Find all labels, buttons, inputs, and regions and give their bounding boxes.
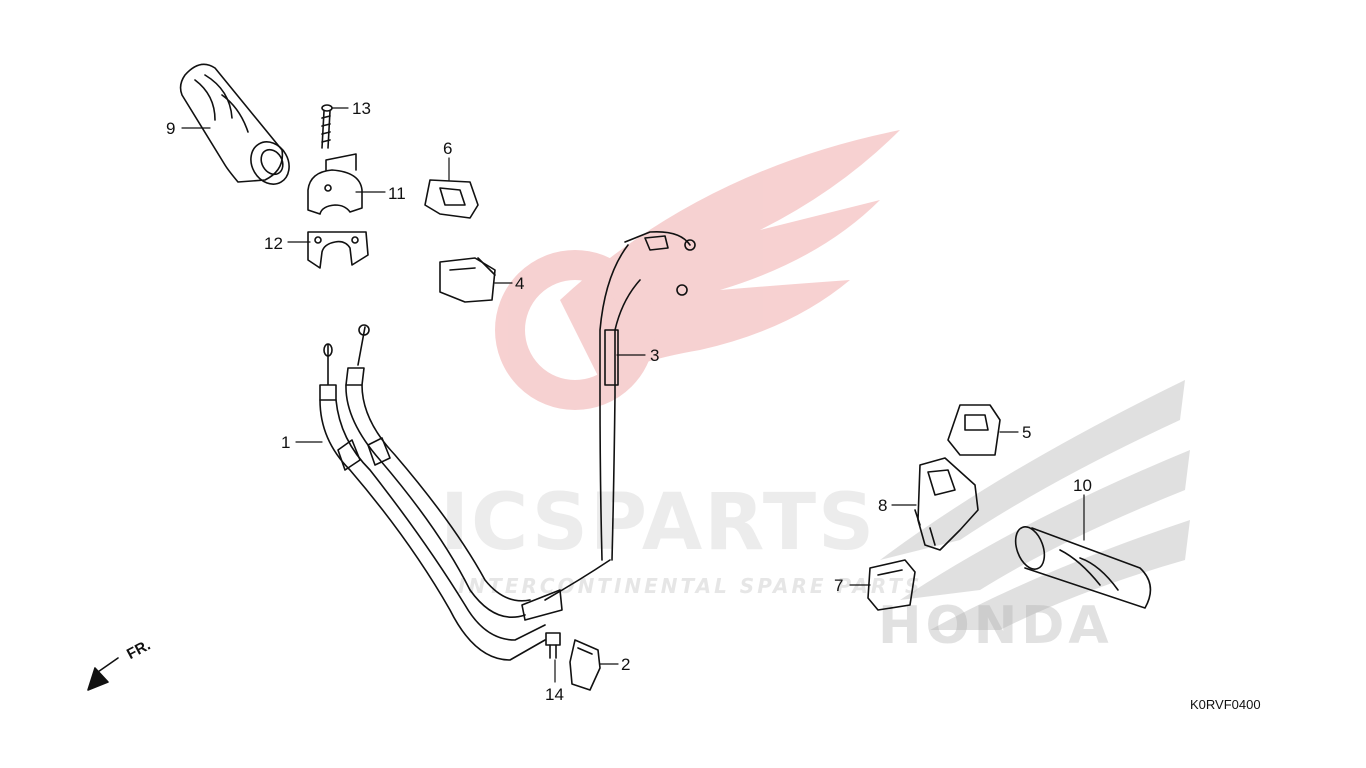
throttle-grip-part-9 [179, 63, 290, 185]
clamp-part-2 [569, 639, 601, 691]
switch-part-6 [424, 179, 479, 219]
callout-11: 11 [388, 184, 406, 203]
diagram-code: K0RVF0400 [1190, 697, 1261, 712]
housing-cap-part-11 [307, 153, 363, 215]
switch-part-4 [439, 257, 496, 303]
callout-2: 2 [621, 655, 631, 674]
watermark-subtext: INTERCONTINENTAL SPARE PARTS [458, 574, 923, 598]
callout-6: 6 [443, 139, 453, 158]
bolt-part-14 [545, 632, 561, 659]
left-grip-part-10 [1014, 526, 1152, 609]
callout-14: 14 [545, 685, 564, 704]
lower-housing-part-12 [307, 231, 369, 269]
callout-8: 8 [878, 496, 888, 515]
callout-7: 7 [834, 576, 844, 595]
honda-wing-dots [880, 380, 1190, 630]
callout-10: 10 [1073, 476, 1092, 495]
honda-watermark: HONDA [878, 596, 1113, 656]
switch-part-7 [867, 559, 916, 611]
cable-part-1 [319, 324, 611, 661]
leader-lines [181, 107, 1085, 683]
callout-13: 13 [352, 99, 371, 118]
front-direction-arrow [87, 657, 119, 691]
callout-12: 12 [264, 234, 283, 253]
callout-1: 1 [281, 433, 291, 452]
callout-9: 9 [166, 119, 176, 138]
screw-part-13 [321, 104, 333, 149]
callout-4: 4 [515, 274, 525, 293]
switch-part-5 [947, 404, 1001, 456]
cable-part-3 [599, 230, 696, 561]
wing-logo [495, 130, 900, 410]
callout-5: 5 [1022, 423, 1032, 442]
watermark-text: ICSPARTS [440, 478, 877, 568]
switch-housing-part-8 [914, 457, 979, 551]
callout-3: 3 [650, 346, 660, 365]
